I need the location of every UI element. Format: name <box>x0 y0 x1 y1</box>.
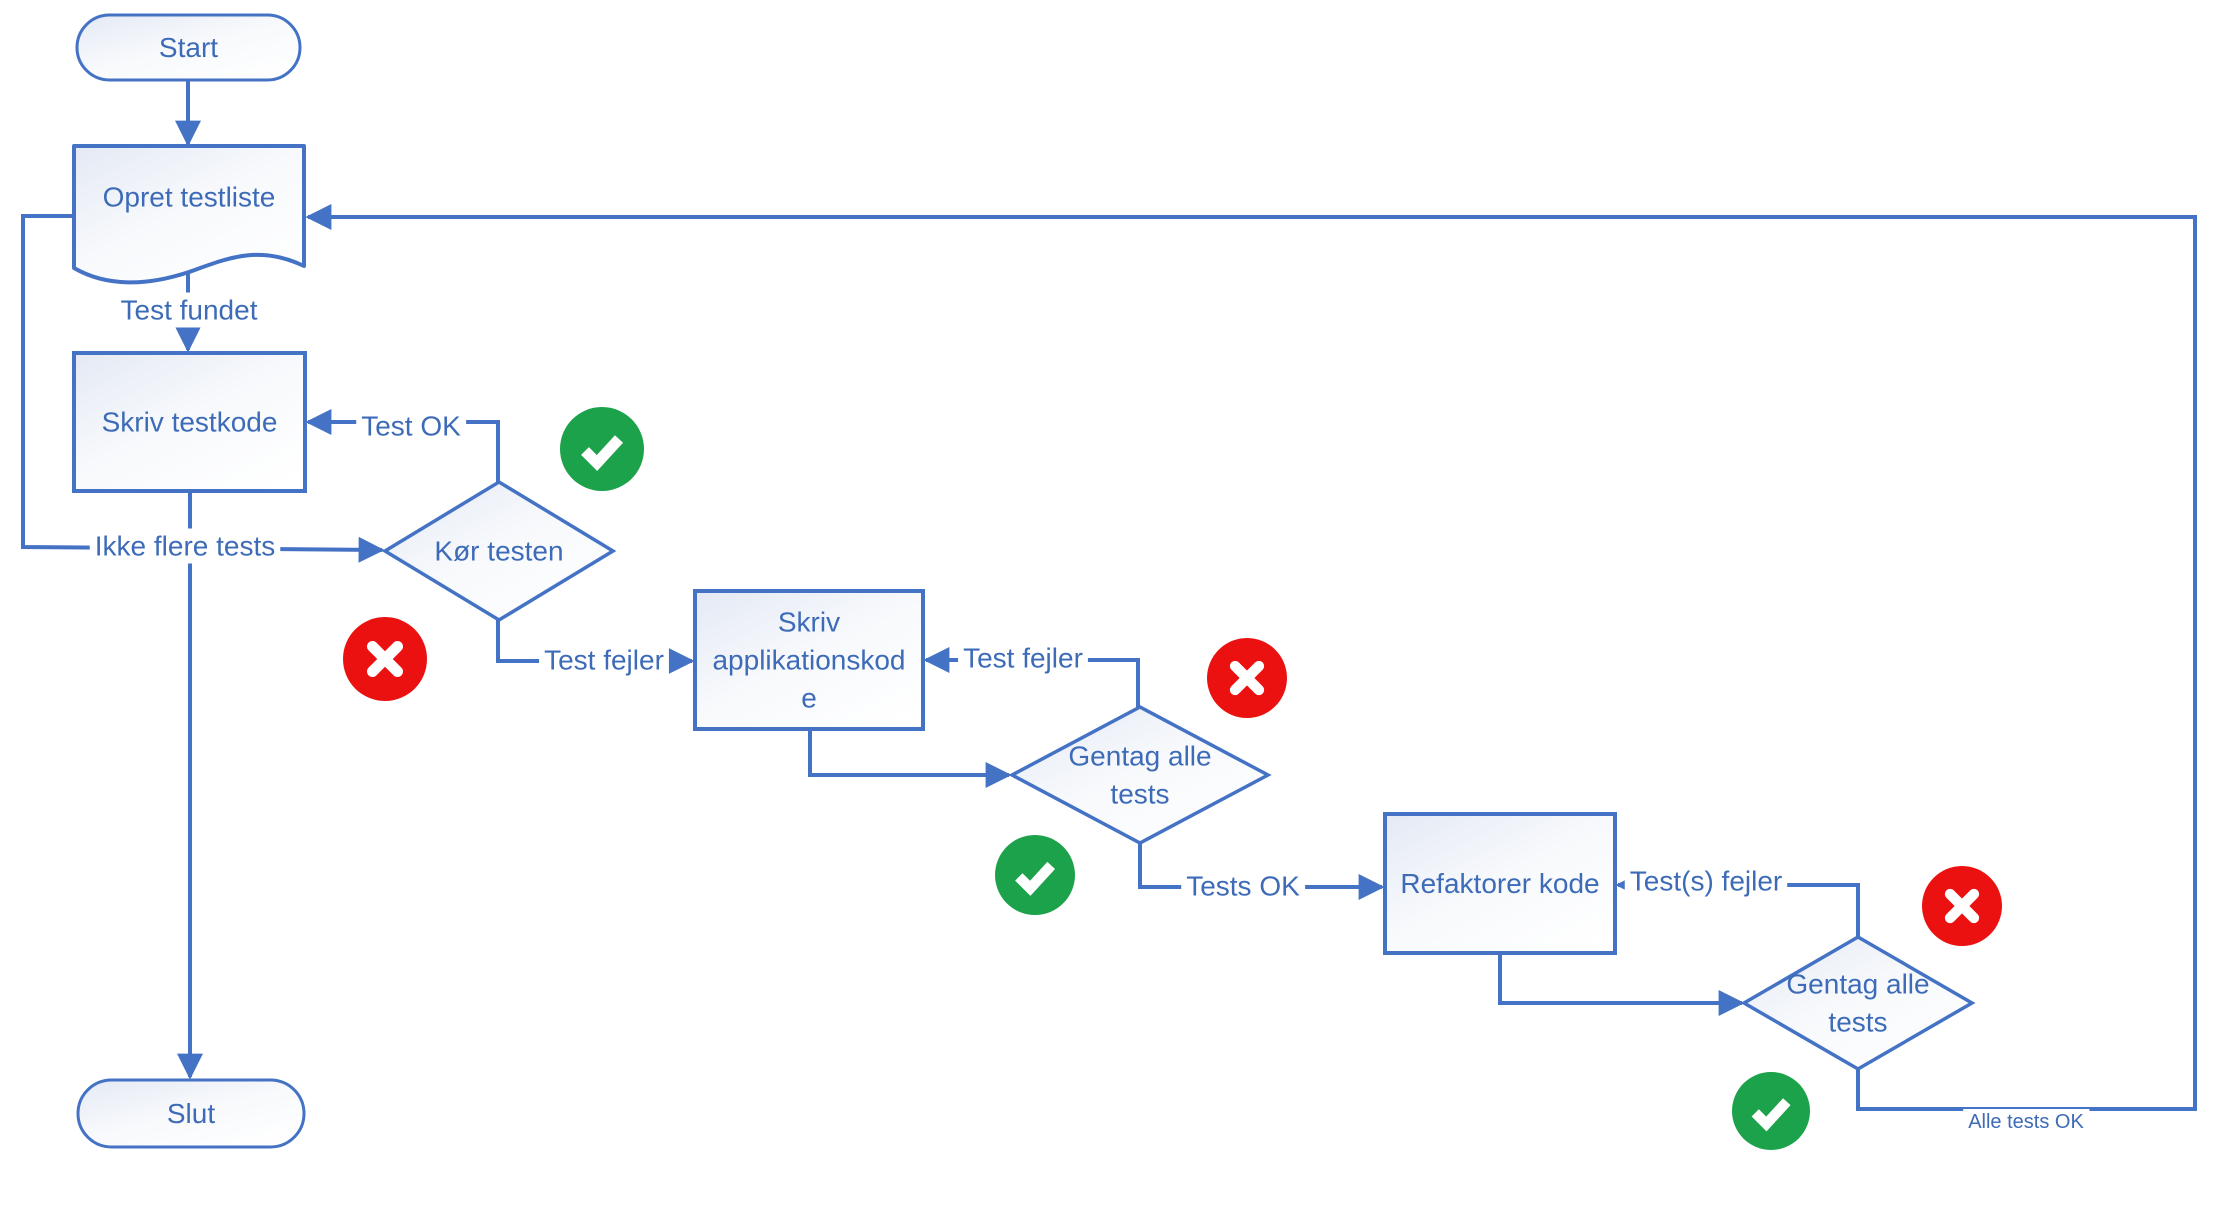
check-circle-icon <box>1732 1072 1810 1150</box>
node-koer-testen-shape <box>381 479 617 623</box>
edges-layer <box>21 80 2197 1111</box>
label-line: Kør testen <box>434 536 563 567</box>
node-slut-label: Slut <box>167 1098 215 1129</box>
node-start-label: Start <box>159 32 218 63</box>
label-line: Skriv <box>778 607 840 638</box>
node-refaktorer-kode: Refaktorer kode <box>1383 812 1617 955</box>
node-refaktorer-kode-label: Refaktorer kode <box>1400 868 1599 899</box>
label-line: Gentag alle <box>1786 969 1929 1000</box>
node-slut-shape <box>76 1078 306 1149</box>
edge-label-bg <box>1963 1109 2090 1135</box>
check-circle-icon <box>560 407 644 491</box>
edge-test-fejler-2-label: Test fejler <box>958 640 1088 676</box>
edge-label-bg <box>958 640 1088 676</box>
success-circle <box>995 835 1075 915</box>
node-gentag-alle-tests-1-label: Gentag alle tests <box>1068 741 1211 810</box>
edge-label-text: Ikke flere tests <box>95 531 276 562</box>
node-skriv-testkode-label: Skriv testkode <box>102 407 278 438</box>
edge-label-text: Alle tests OK <box>1968 1111 2084 1133</box>
node-refaktorer-kode-shape <box>1383 812 1617 955</box>
edge-label-bg <box>1624 863 1788 899</box>
x-glyph <box>367 641 403 677</box>
node-opret-testliste-shape <box>72 144 306 285</box>
check-glyph <box>581 435 624 471</box>
edge-label-text: Test fundet <box>121 295 258 326</box>
edge-opret-to-skriv-testkode-label: Test fundet <box>115 292 263 328</box>
edge-tests-fejler-3-label: Test(s) fejler <box>1624 863 1788 899</box>
label-line: Opret testliste <box>103 182 276 213</box>
success-circle <box>1732 1072 1810 1150</box>
node-gentag-alle-tests-1-shape <box>1008 705 1272 845</box>
edge-tests-ok-label: Tests OK <box>1181 868 1306 904</box>
edge-label-text: Tests OK <box>1186 871 1300 902</box>
node-gentag-alle-tests-2-label: Gentag alle tests <box>1786 969 1929 1038</box>
node-opret-testliste: Opret testliste <box>72 144 306 285</box>
node-opret-testliste-label: Opret testliste <box>103 182 276 213</box>
label-line: e <box>801 683 817 714</box>
node-skriv-applikationskode: Skriv applikationskod e <box>693 589 925 731</box>
node-skriv-applikationskode-shape <box>693 589 925 731</box>
edge-label-text: Test(s) fejler <box>1630 866 1782 897</box>
node-start-shape <box>75 13 302 82</box>
label-line: tests <box>1828 1007 1887 1038</box>
label-line: Refaktorer kode <box>1400 868 1599 899</box>
x-glyph <box>1944 888 1980 924</box>
edge-label-text: Test fejler <box>544 645 664 676</box>
success-circle <box>560 407 644 491</box>
edge-label-text: Test OK <box>361 411 461 442</box>
edge-ikke-flere-tests-label: Ikke flere tests <box>89 528 281 564</box>
edge-label-bg <box>1181 868 1306 904</box>
edge-label-bg <box>539 642 669 678</box>
node-skriv-testkode-shape <box>72 351 307 493</box>
node-gentag-alle-tests-2: Gentag alle tests <box>1740 934 1976 1072</box>
icons-layer <box>343 407 2002 1150</box>
label-line: applikationskod <box>712 645 905 676</box>
edge-label-bg <box>89 528 281 564</box>
check-circle-icon <box>995 835 1075 915</box>
edge-applikationskode-to-gentag1 <box>808 729 1012 788</box>
x-circle-icon <box>343 617 427 701</box>
edge-alle-tests-ok-loop <box>305 204 2197 1111</box>
edge-test-ok-label: Test OK <box>356 408 467 444</box>
label-line: Skriv testkode <box>102 407 278 438</box>
node-koer-testen-label: Kør testen <box>434 536 563 567</box>
node-koer-testen: Kør testen <box>381 479 617 623</box>
node-skriv-testkode: Skriv testkode <box>72 351 307 493</box>
label-line: Slut <box>167 1098 215 1129</box>
x-circle-icon <box>1922 866 2002 946</box>
node-slut: Slut <box>76 1078 306 1149</box>
node-gentag-alle-tests-1: Gentag alle tests <box>1008 705 1272 845</box>
edge-test-fejler-1-label: Test fejler <box>539 642 669 678</box>
label-line: Start <box>159 32 218 63</box>
edge-label-bg <box>356 408 467 444</box>
check-glyph <box>1751 1098 1791 1132</box>
edge-label-text: Test fejler <box>963 643 1083 674</box>
node-gentag-alle-tests-2-shape <box>1740 934 1976 1072</box>
edge-label-bg <box>115 292 263 328</box>
label-line: Gentag alle <box>1068 741 1211 772</box>
node-start: Start <box>75 13 302 82</box>
check-glyph <box>1015 861 1056 896</box>
edge-alle-tests-ok-loop-label: Alle tests OK <box>1963 1109 2090 1135</box>
x-circle-icon <box>1207 638 1287 718</box>
x-glyph <box>1229 660 1265 696</box>
label-line: tests <box>1110 779 1169 810</box>
edge-refaktorer-to-gentag2 <box>1498 953 1745 1016</box>
node-skriv-applikationskode-label: Skriv applikationskod e <box>712 607 905 714</box>
